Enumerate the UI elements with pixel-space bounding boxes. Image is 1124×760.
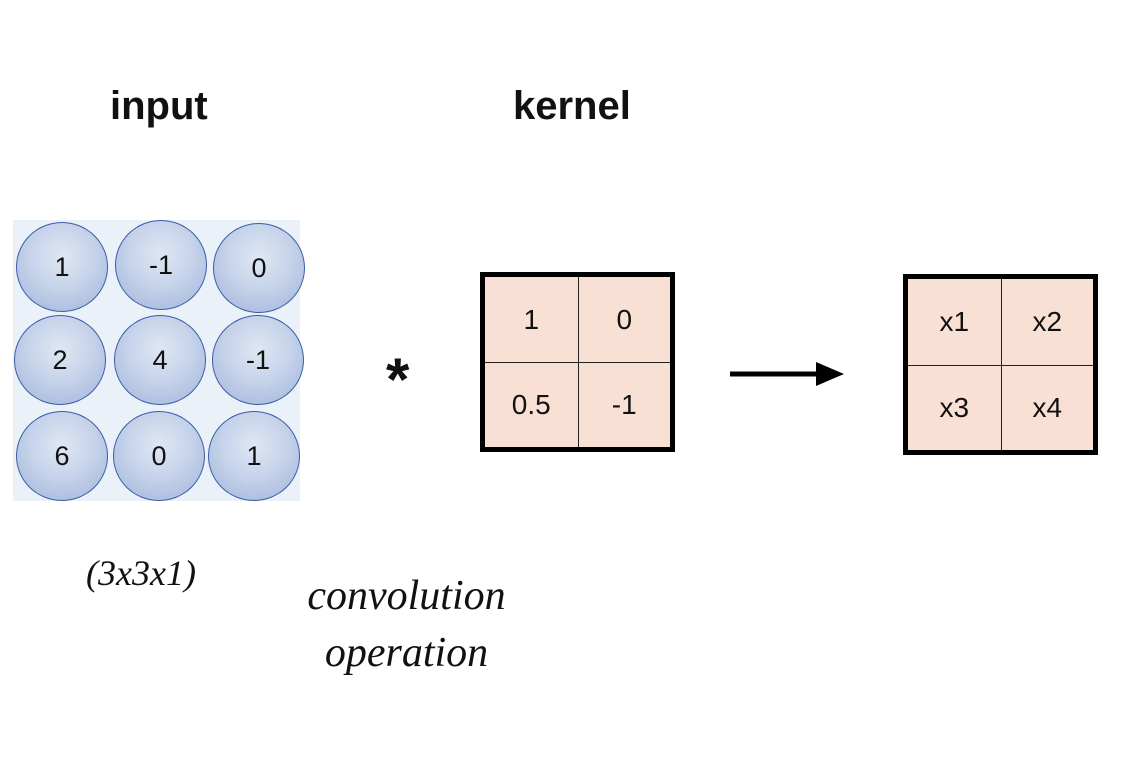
input-node: 0 [113,411,205,501]
kernel-matrix: 1 0 0.5 -1 [480,272,675,452]
kernel-cell: -1 [577,362,670,447]
input-matrix: 1 -1 0 2 4 -1 6 0 1 [13,220,305,501]
kernel-cell: 1 [523,303,540,335]
output-cell: x4 [1000,364,1093,450]
input-dimensions: (3x3x1) [86,553,196,593]
convolution-operator: * [386,346,410,413]
output-cell: x3 [908,364,1001,451]
kernel-cell: 0 [577,277,671,362]
input-node: 4 [114,315,206,405]
operation-caption: convolution operation [284,568,529,682]
input-node: 1 [16,222,108,312]
kernel-title: kernel [513,84,631,128]
right-arrow-icon [730,362,844,386]
input-node: 2 [14,315,106,405]
input-node: 1 [208,411,300,501]
input-node: 0 [213,223,305,313]
input-node: 6 [16,411,108,501]
operation-caption-line1: convolution [307,573,506,619]
output-cell: x1 [939,305,970,337]
input-title: input [110,84,208,128]
operation-caption-line2: operation [324,630,489,676]
input-node: -1 [212,315,304,405]
kernel-cell: 0.5 [485,362,578,447]
input-node: -1 [115,220,207,310]
output-matrix: x1 x2 x3 x4 [903,274,1098,455]
output-cell: x2 [1000,279,1094,365]
